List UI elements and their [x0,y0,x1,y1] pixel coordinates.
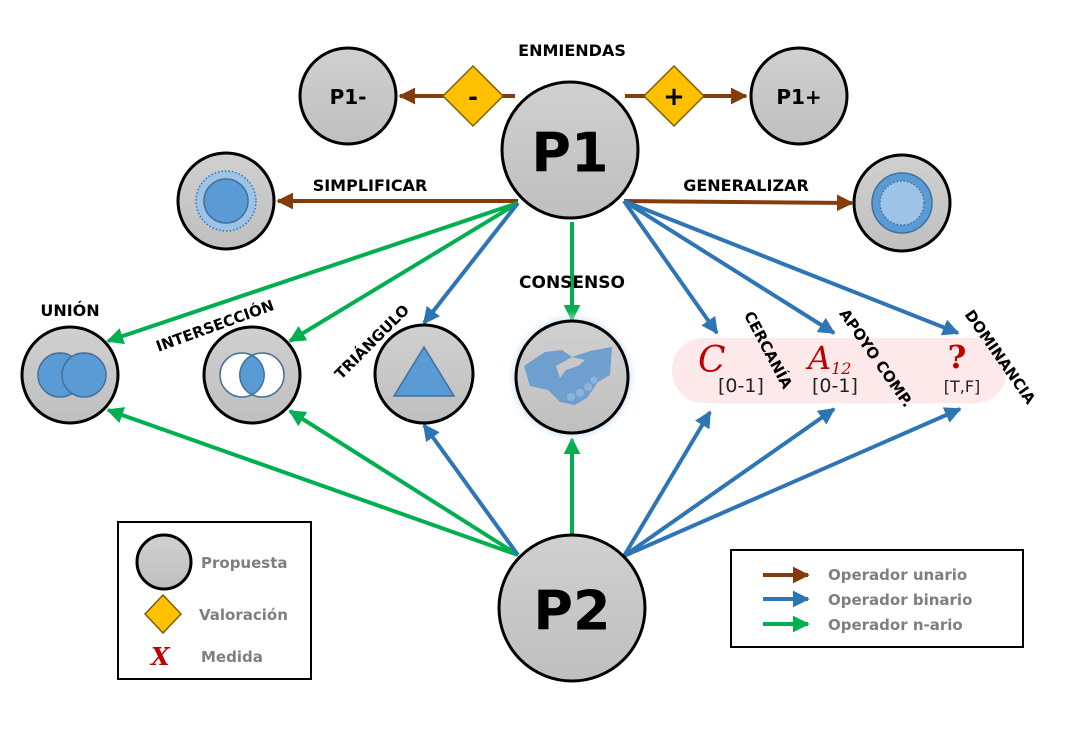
measure-cercania: C [0-1] [698,340,764,397]
arrow-p1-dominancia [623,199,960,336]
measure-dominancia: ? [T,F] [944,338,981,396]
legend-nario: Operador n-ario [828,616,963,634]
legend-unario: Operador unario [828,566,967,584]
measure-cercania-symbol: C [698,340,726,381]
simplify-icon [203,178,249,224]
measure-dominancia-symbol: ? [948,338,967,376]
handshake-icon [524,347,612,405]
label-union: UNIÓN [40,301,99,320]
arrow-p1-apoyo [622,199,836,335]
legend-measure-icon: X [149,642,171,671]
legend-medida: Medida [201,648,263,666]
svg-text:A12: A12 [805,339,851,378]
valuation-plus: + [642,64,706,128]
arrow-p2-dominancia [623,407,962,558]
arrow-p1-union [106,201,519,345]
arrow-p1-cercania [622,199,719,335]
arrows [106,87,962,558]
arrow-p2-interseccion [288,409,520,557]
measure-apoyo: A12 [0-1] [805,339,858,397]
generalize-icon [879,180,925,226]
node-p1[interactable]: P1 [500,80,640,220]
node-union[interactable] [20,325,120,425]
measure-cercania-range: [0-1] [718,375,764,397]
arrow-p1-interseccion [288,201,520,343]
measure-apoyo-range: [0-1] [812,375,858,397]
node-interseccion[interactable] [202,325,302,425]
intersection-icon [219,352,285,398]
node-simplificar[interactable] [176,151,276,251]
arrow-p1-triangulo [422,201,520,325]
legend-propuesta: Propuesta [201,554,288,572]
valuation-minus-label: - [468,83,478,111]
legend-valuation-icon [143,593,183,635]
node-consenso[interactable] [506,311,638,443]
legend-nodes: Propuesta Valoración X Medida [117,521,312,680]
node-p1-plus-label: P1+ [776,85,821,109]
label-consenso: CONSENSO [519,273,625,293]
arrow-generalizar [623,194,854,212]
node-p2-label: P2 [533,580,610,643]
measure-dominancia-range: [T,F] [944,377,981,396]
node-generalizar[interactable] [852,153,952,253]
arrow-p2-triangulo [422,423,520,557]
arrow-p2-apoyo [622,407,836,558]
label-generalizar: GENERALIZAR [683,176,809,195]
legend-proposal-icon [135,533,193,591]
valuation-minus: - [441,64,505,128]
arrow-p2-union [106,407,519,557]
node-p1-minus[interactable]: P1- [298,46,398,146]
measure-apoyo-symbol: A [805,339,831,377]
node-triangulo[interactable] [373,323,475,425]
measure-apoyo-subscript: 12 [831,359,851,378]
label-enmiendas: ENMIENDAS [518,41,626,60]
measure-band [672,338,1007,403]
triangle-icon [392,345,456,397]
union-icon [37,352,107,398]
node-p1-plus[interactable]: P1+ [749,46,849,146]
arrow-p2-cercania [622,410,712,558]
node-p2[interactable]: P2 [497,533,647,683]
legend-valoracion: Valoración [199,606,288,624]
node-p1-label: P1 [531,122,608,185]
legend-operators: Operador unario Operador binario Operado… [730,549,1024,648]
valuation-plus-label: + [663,82,685,112]
label-simplificar: SIMPLIFICAR [313,176,428,195]
legend-binario: Operador binario [828,591,972,609]
node-p1-minus-label: P1- [330,85,367,109]
